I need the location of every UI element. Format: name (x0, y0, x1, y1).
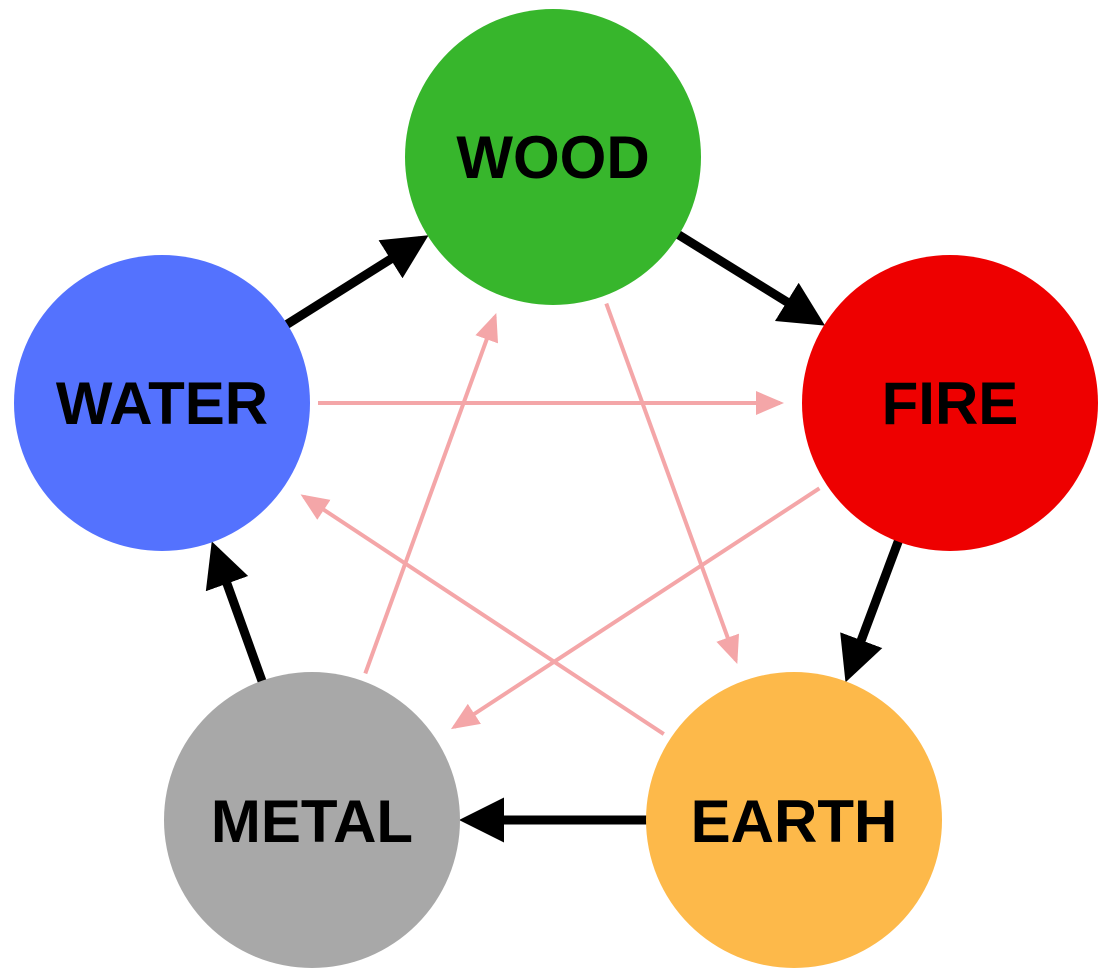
generating-cycle (205, 229, 904, 843)
node-metal: METAL (164, 672, 460, 968)
metal-label: METAL (211, 788, 413, 855)
water-label: WATER (56, 370, 268, 437)
controlling-cycle (300, 302, 821, 736)
arrow-wood-generates-fire (673, 229, 826, 326)
wood-label: WOOD (456, 124, 649, 191)
arrow-fire-controls-metal (450, 486, 821, 730)
node-fire: FIRE (802, 255, 1098, 551)
fire-circle (802, 255, 1098, 551)
arrow-wood-controls-earth (604, 302, 740, 664)
node-wood: WOOD (405, 9, 701, 305)
arrow-fire-generates-earth (840, 536, 904, 683)
node-earth: EARTH (646, 672, 942, 968)
earth-circle (646, 672, 942, 968)
fire-label: FIRE (882, 370, 1019, 437)
arrow-earth-controls-water (300, 494, 665, 736)
earth-label: EARTH (691, 788, 898, 855)
arrow-metal-controls-wood (363, 313, 499, 675)
node-water: WATER (14, 255, 310, 551)
arrow-water-generates-wood (281, 235, 429, 331)
metal-circle (164, 672, 460, 968)
wood-circle (405, 9, 701, 305)
arrow-metal-generates-water (205, 541, 268, 687)
water-circle (14, 255, 310, 551)
